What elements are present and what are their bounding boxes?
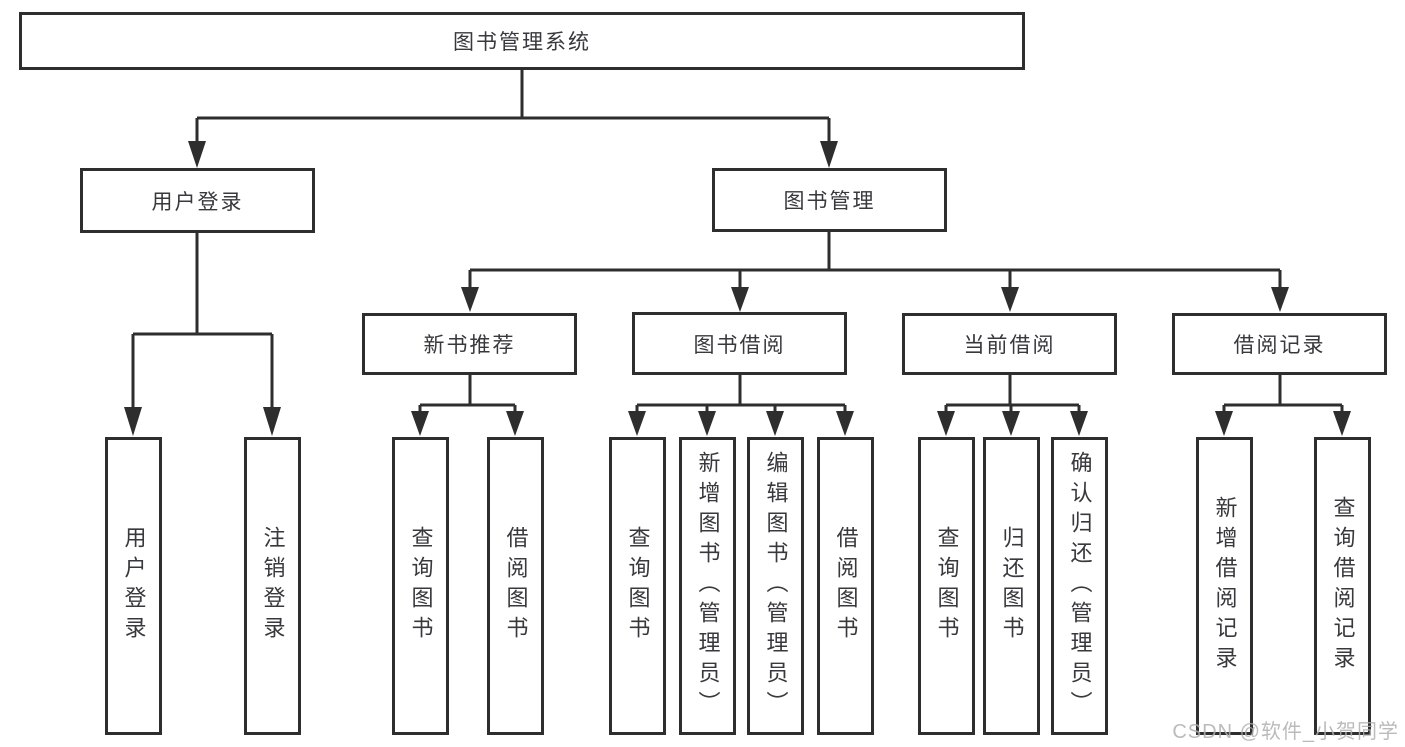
- leaf-bb-borrow-book: 借阅图书: [817, 437, 874, 735]
- arrowheads-borrow-records-branch: [1215, 411, 1351, 436]
- node-label: 查询图书: [408, 526, 434, 646]
- arrowheads-book-borrow-branch: [628, 411, 854, 436]
- node-label: 注销登录: [260, 526, 286, 646]
- node-borrowing-records: 借阅记录: [1172, 313, 1387, 375]
- node-library-system: 图书管理系统: [19, 12, 1025, 70]
- node-label: 用户登录: [151, 190, 244, 214]
- leaf-br-query-record: 查询借阅记录: [1314, 437, 1371, 735]
- leaf-bb-edit-book-admin: 编辑图书（管理员）: [747, 437, 804, 735]
- connector-root-to-level2: [195, 70, 831, 144]
- leaf-user-login: 用户登录: [105, 437, 162, 735]
- node-label: 图书借阅: [693, 333, 786, 357]
- node-label: 新书推荐: [423, 334, 516, 357]
- node-user-login: 用户登录: [80, 168, 315, 233]
- leaf-rec-query-book: 查询图书: [392, 437, 449, 735]
- arrowheads-level3: [461, 287, 1289, 312]
- leaf-cb-return-book: 归还图书: [983, 437, 1040, 735]
- node-label: 用户登录: [121, 526, 147, 646]
- node-label: 当前借阅: [963, 334, 1056, 357]
- node-label: 借阅图书: [833, 526, 859, 646]
- node-label: 查询图书: [625, 526, 651, 646]
- node-current-borrowing: 当前借阅: [902, 313, 1117, 375]
- node-label: 新增图书（管理员）: [695, 451, 721, 721]
- leaf-bb-query-book: 查询图书: [609, 437, 666, 735]
- node-book-management: 图书管理: [712, 168, 947, 232]
- node-book-borrowing: 图书借阅: [632, 312, 847, 375]
- node-label: 查询图书: [934, 526, 960, 646]
- node-new-book-recommend: 新书推荐: [362, 313, 577, 375]
- leaf-rec-borrow-book: 借阅图书: [487, 437, 544, 735]
- leaf-br-add-record: 新增借阅记录: [1196, 437, 1253, 735]
- arrowheads-user-login-branch: [124, 407, 281, 436]
- leaf-logout-login: 注销登录: [244, 437, 301, 735]
- node-label: 确认归还（管理员）: [1067, 451, 1093, 721]
- connector-borrow-records-branch: [1222, 375, 1344, 413]
- connector-current-borrow-branch: [944, 375, 1081, 413]
- node-label: 借阅记录: [1233, 334, 1326, 357]
- node-label: 查询借阅记录: [1330, 496, 1356, 676]
- arrowheads-level2: [188, 141, 838, 168]
- csdn-watermark: CSDN @软件_小贺同学: [1172, 721, 1399, 743]
- connector-new-book-rec-branch: [418, 375, 517, 413]
- node-label: 新增借阅记录: [1212, 496, 1238, 676]
- node-label: 借阅图书: [503, 526, 529, 646]
- arrowheads-new-book-rec-branch: [411, 411, 524, 436]
- leaf-bb-add-book-admin: 新增图书（管理员）: [679, 437, 736, 735]
- node-label: 图书管理系统: [453, 31, 591, 54]
- leaf-cb-query-book: 查询图书: [918, 437, 975, 735]
- node-label: 图书管理: [783, 190, 876, 213]
- arrowheads-current-borrow-branch: [937, 411, 1088, 436]
- node-label: 编辑图书（管理员）: [763, 451, 789, 721]
- connector-user-login-branch: [131, 233, 274, 409]
- connector-book-mgmt-to-level3: [468, 232, 1282, 289]
- leaf-cb-confirm-return-admin: 确认归还（管理员）: [1051, 437, 1108, 735]
- node-label: 归还图书: [999, 526, 1025, 646]
- connector-book-borrow-branch: [635, 375, 847, 413]
